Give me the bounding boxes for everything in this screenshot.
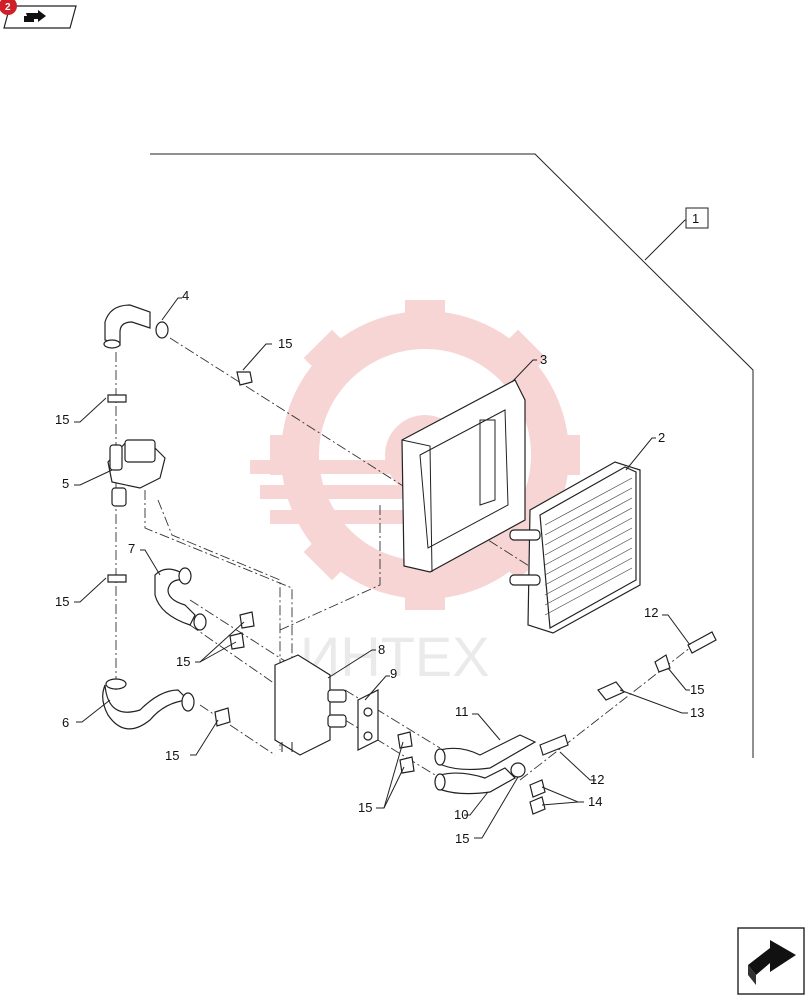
callout-5: 5 xyxy=(62,476,69,491)
hose-7 xyxy=(154,567,207,631)
callout-10: 10 xyxy=(454,807,468,822)
callout-11: 11 xyxy=(455,704,469,719)
callout-15: 15 xyxy=(55,594,69,609)
leader-lines xyxy=(74,297,691,839)
callout-7: 7 xyxy=(128,541,135,556)
pipe-12 xyxy=(539,734,569,756)
forward-page-icon xyxy=(24,10,46,22)
callout-9: 9 xyxy=(390,666,397,681)
hose-11 xyxy=(434,734,537,771)
retaining-clip xyxy=(529,779,546,815)
hose-clamp xyxy=(107,394,127,403)
mounting-bracket xyxy=(274,654,347,756)
callout-15: 15 xyxy=(176,654,190,669)
assembly-ref-label: 1 xyxy=(692,211,699,226)
pipe-12 xyxy=(687,631,717,654)
callout-13: 13 xyxy=(690,705,704,720)
hose-clamp xyxy=(510,762,526,778)
view-toggle-button[interactable] xyxy=(3,5,77,29)
callout-6: 6 xyxy=(62,715,69,730)
hose-10 xyxy=(434,767,516,795)
callout-14: 14 xyxy=(588,794,602,809)
coolant-pump xyxy=(107,439,166,507)
callout-15: 15 xyxy=(55,412,69,427)
gasket-plate xyxy=(357,689,379,751)
heater-frame-seal xyxy=(401,379,526,573)
badge-number: 2 xyxy=(5,2,11,13)
hose-clamp xyxy=(214,707,231,727)
callout-15: 15 xyxy=(358,800,372,815)
next-page-arrow-icon xyxy=(748,940,796,985)
connector-13 xyxy=(597,681,625,701)
callout-2: 2 xyxy=(658,430,665,445)
callout-15: 15 xyxy=(690,682,704,697)
page-badge: 2 xyxy=(0,0,17,15)
callout-15: 15 xyxy=(455,831,469,846)
callout-labels: 4 15 3 2 15 5 7 15 15 6 15 8 9 12 15 13 … xyxy=(55,288,704,846)
callout-3: 3 xyxy=(540,352,547,367)
assembly-bracket: 1 xyxy=(150,153,754,758)
callout-15: 15 xyxy=(278,336,292,351)
hose-6 xyxy=(102,678,195,730)
next-page-button[interactable] xyxy=(737,927,805,995)
hose-4 xyxy=(103,304,169,349)
callout-8: 8 xyxy=(378,642,385,657)
callout-12: 12 xyxy=(590,772,604,787)
bleed-valve xyxy=(236,371,253,386)
hose-clamp xyxy=(107,574,127,583)
heater-core xyxy=(509,461,641,634)
hose-clamp xyxy=(229,611,255,650)
watermark-text: ИНТЕХ xyxy=(300,625,490,688)
hose-clamp xyxy=(654,654,671,673)
callout-12: 12 xyxy=(644,605,658,620)
callout-15: 15 xyxy=(165,748,179,763)
callout-4: 4 xyxy=(182,288,189,303)
